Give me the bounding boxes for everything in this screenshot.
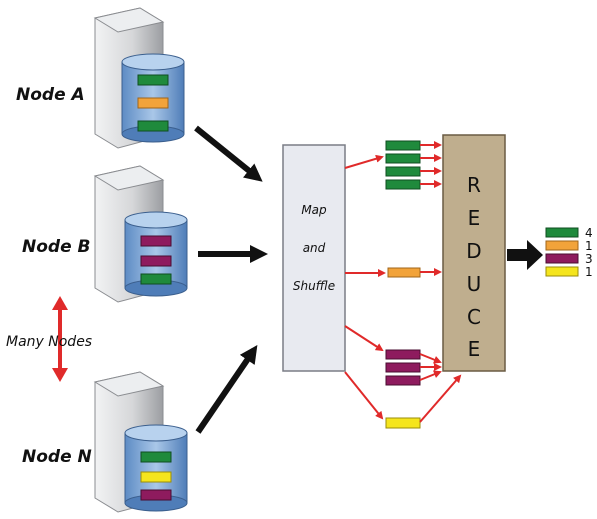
yellow-bar-1 bbox=[385, 417, 421, 429]
orange-bar-1 bbox=[387, 267, 421, 278]
arrow-node-n-to-map bbox=[195, 345, 258, 434]
reduce-letter-e2: E bbox=[468, 337, 481, 361]
green-bar-1 bbox=[385, 140, 421, 151]
node-b-bar-3 bbox=[140, 273, 172, 285]
reduce-box: R E D U C E bbox=[442, 134, 506, 372]
node-a-bar-2 bbox=[137, 97, 169, 109]
node-a-bar-1 bbox=[137, 74, 169, 86]
reduce-letter-u: U bbox=[467, 272, 482, 296]
purple-bar-3 bbox=[385, 375, 421, 386]
result-count-purple: 3 bbox=[585, 252, 593, 266]
node-n-database bbox=[124, 424, 188, 512]
node-n-bar-3 bbox=[140, 489, 172, 501]
group-to-reduce-arrows bbox=[419, 141, 462, 423]
green-bar-4 bbox=[385, 179, 421, 190]
node-b-label: Node B bbox=[22, 237, 90, 257]
green-bar-3 bbox=[385, 166, 421, 177]
node-n-bar-2 bbox=[140, 471, 172, 483]
node-a-bar-3 bbox=[137, 120, 169, 132]
result-bar-orange bbox=[545, 240, 579, 251]
node-a-database bbox=[121, 53, 185, 143]
arrow-map-to-purple bbox=[344, 325, 384, 352]
result-bar-purple bbox=[545, 253, 579, 264]
node-n-bar-1 bbox=[140, 451, 172, 463]
reduce-letter-d: D bbox=[466, 239, 481, 263]
green-group bbox=[385, 140, 421, 190]
reduce-output-arrow bbox=[507, 240, 543, 270]
orange-group bbox=[387, 267, 421, 278]
result-count-green: 4 bbox=[585, 226, 593, 240]
result-count-yellow: 1 bbox=[585, 265, 593, 279]
node-b-bar-1 bbox=[140, 235, 172, 247]
node-a-label: Node A bbox=[16, 85, 85, 105]
many-nodes-label: Many Nodes bbox=[6, 334, 92, 350]
shuffle-arrows bbox=[344, 154, 386, 420]
reduce-letter-r: R bbox=[467, 173, 481, 197]
node-b-database bbox=[124, 211, 188, 297]
node-b-bar-2 bbox=[140, 255, 172, 267]
arrow-map-to-green bbox=[344, 154, 384, 169]
yellow-group bbox=[385, 417, 421, 429]
node-n-label: Node N bbox=[22, 447, 92, 467]
map-label: Map bbox=[301, 203, 327, 217]
result-bar-green bbox=[545, 227, 579, 238]
purple-bar-1 bbox=[385, 349, 421, 360]
node-b-server bbox=[93, 165, 188, 303]
reduce-letter-e1: E bbox=[468, 206, 481, 230]
map-shuffle-box: Map and Shuffle bbox=[282, 144, 346, 372]
arrow-node-a-to-map bbox=[194, 125, 263, 182]
results: 4 1 3 1 bbox=[545, 226, 593, 279]
arrow-map-to-yellow bbox=[344, 371, 384, 420]
and-label: and bbox=[303, 241, 326, 255]
purple-group bbox=[385, 349, 421, 386]
result-bar-yellow bbox=[545, 266, 579, 277]
result-count-orange: 1 bbox=[585, 239, 593, 253]
green-bar-2 bbox=[385, 153, 421, 164]
purple-bar-2 bbox=[385, 362, 421, 373]
many-nodes-arrow bbox=[52, 296, 68, 382]
node-n-server bbox=[93, 371, 188, 513]
node-a-server bbox=[93, 7, 185, 149]
reduce-letter-c: C bbox=[467, 305, 481, 329]
shuffle-label: Shuffle bbox=[293, 279, 335, 293]
node-to-map-arrows bbox=[194, 125, 268, 434]
